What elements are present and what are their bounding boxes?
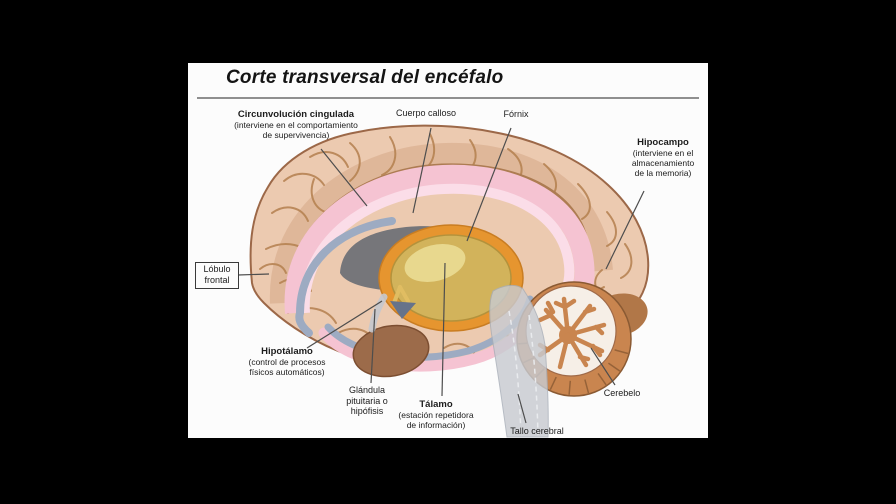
label-cingulate-gyrus-name: Circunvolución cingulada [237,109,355,120]
fornix-column-shape [392,285,410,305]
ventricle-shape [295,217,396,337]
label-pituitary: Glándula pituitaria o hipófisis [346,385,388,417]
pointer-pituitary [370,308,376,384]
pointer-lines [237,127,645,424]
label-brainstem-name: Tallo cerebral [510,426,564,436]
brain-illustration [237,124,650,438]
label-thalamus-name: Tálamo [419,399,453,410]
label-pituitary-line3: hipófisis [350,406,384,417]
label-hypothalamus-name: Hipotálamo [261,346,313,357]
label-thalamus-desc1: (estación repetidora [398,410,474,421]
label-fornix: Fórnix [503,109,528,120]
title-underline [197,97,699,99]
label-hippocampus-desc3: de la memoria) [634,168,692,179]
brainstem-shape [489,284,549,438]
label-frontal-lobe-line1: Lóbulo [203,264,231,274]
pointer-frontal-lobe [237,273,270,276]
label-fornix-name: Fórnix [503,109,529,119]
pointer-thalamus [441,262,446,397]
label-hypothalamus-desc2: físicos automáticos) [249,367,325,378]
label-hypothalamus: Hipotálamo (control de procesos físicos … [248,346,325,377]
diagram-title: Corte transversal del encéfalo [226,67,504,88]
label-cingulate-gyrus-desc1: (interviene en el comportamiento [234,120,358,131]
label-thalamus-desc2: de información) [406,420,466,431]
label-corpus-callosum-name: Cuerpo calloso [395,108,457,118]
label-cerebellum: Cerebelo [604,388,641,399]
label-frontal-lobe: Lóbulo frontal [195,262,239,289]
label-brainstem: Tallo cerebral [510,426,564,437]
pointer-cingulate [320,148,368,207]
label-hippocampus-desc2: almacenamiento [631,158,695,169]
label-corpus-callosum: Cuerpo calloso [396,108,456,119]
diagram-panel: Corte transversal del encéfalo [188,63,708,438]
pointer-cerebellum [590,347,616,386]
pointer-brainstem [517,393,527,424]
label-cingulate-gyrus-desc2: de supervivencia) [262,130,330,141]
pointer-fornix [466,127,512,242]
label-hippocampus-name: Hipocampo [637,137,689,148]
label-hypothalamus-desc1: (control de procesos [248,357,326,368]
pointer-hypothalamus [306,300,383,349]
label-pituitary-line1: Glándula [348,385,386,395]
arbor-vitae-shape [537,296,607,370]
hypothalamus-shape [390,301,416,319]
label-thalamus: Tálamo (estación repetidora de informaci… [398,399,473,430]
pointer-hippocampus [605,190,645,270]
label-hippocampus: Hipocampo (interviene en el almacenamien… [632,137,694,178]
pituitary-stalk-shape [368,293,388,333]
thalamus-shape [390,234,512,322]
label-hippocampus-desc1: (interviene en el [632,148,694,159]
label-pituitary-line2: pituitaria o [346,395,388,406]
label-cerebellum-name: Cerebelo [603,388,641,398]
pointer-corpus-callosum [412,127,432,214]
label-cingulate-gyrus: Circunvolución cingulada (interviene en … [234,109,358,140]
label-frontal-lobe-line2: frontal [204,275,230,286]
